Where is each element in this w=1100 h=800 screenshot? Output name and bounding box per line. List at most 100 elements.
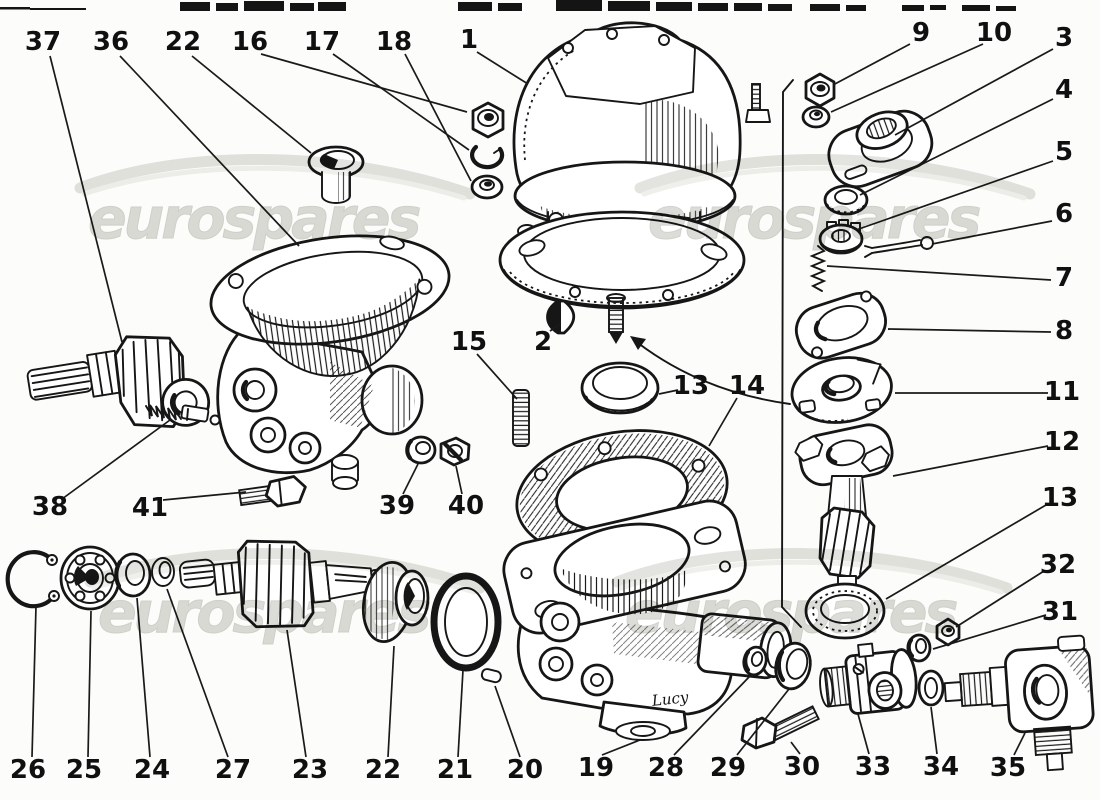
part-29-dished-washer [774,641,812,691]
watermark-text: eurospares [98,580,429,646]
callout-17: 17 [304,27,340,57]
part-15-stud [512,389,530,447]
callout-line-7 [826,265,1052,281]
callout-line-15 [476,353,518,400]
callout-line-17 [332,53,470,151]
callout-23: 23 [292,755,328,785]
group-bracket [781,79,802,628]
part-11-advance-cam-plate [790,356,893,424]
callout-line-38 [61,419,171,500]
callout-19: 19 [578,753,614,783]
callout-line-12 [892,445,1049,477]
watermark: eurospares [634,153,1036,253]
part-26-circlip [5,550,60,609]
watermark: eurospares [74,153,476,253]
callout-line-18 [404,53,472,182]
part-37-drive-gear-shaft [26,335,211,429]
callout-13: 13 [1042,483,1078,513]
callout-line-19 [601,739,641,756]
callout-38: 38 [32,492,68,522]
callout-line-24 [136,597,151,758]
callout-line-5 [855,160,1054,231]
callout-line-4 [859,98,1054,196]
callout-10: 10 [976,18,1012,48]
part-5-castellated-nut [818,219,864,255]
callout-35: 35 [990,753,1026,783]
part-4-washer [823,184,869,216]
callout-line-1 [476,51,529,85]
callout-22: 22 [165,27,201,57]
callout-line-22 [191,55,312,154]
callout-27: 27 [215,755,251,785]
callout-line-41 [162,491,247,501]
callout-14: 14 [729,371,765,401]
callout-9: 9 [912,18,930,48]
part-34-o-ring [917,669,945,707]
part-28-washer [742,645,768,677]
callout-21: 21 [437,755,473,785]
callout-36: 36 [93,27,129,57]
callout-line-30 [790,741,801,755]
part-40-nut [439,436,471,467]
callout-line-33 [857,713,870,755]
part-13-ring-right [804,582,886,640]
callout-line-36 [119,55,300,247]
callout-1: 1 [460,25,478,55]
callout-18: 18 [376,27,412,57]
callout-26: 26 [10,755,46,785]
callout-line-29 [736,688,790,756]
callout-line-10 [830,43,984,113]
part-10-washer [801,105,831,129]
cropped-header-text [0,0,1016,11]
callout-30: 30 [784,752,820,782]
callout-34: 34 [923,752,959,782]
part-31-washer [906,633,932,663]
callout-line-27 [166,588,229,758]
callout-line-34 [930,706,938,755]
callout-line-32 [955,570,1045,628]
callout-line-16 [260,53,468,113]
callout-3: 3 [1055,23,1073,53]
callout-line-13 [658,389,679,395]
part-30-bolt [740,705,820,750]
callout-8: 8 [1055,316,1073,346]
callout-25: 25 [66,755,102,785]
callout-24: 24 [134,755,170,785]
watermark-text: eurospares [625,580,956,646]
part-1-distributor-assembly [498,21,771,344]
part-8-gasket [794,290,887,360]
part-3-clamp-flange [827,109,934,189]
part-2-woodruff-key [546,299,576,335]
callout-line-13 [885,504,1047,600]
callout-33: 33 [855,752,891,782]
callout-12: 12 [1044,427,1080,457]
callout-line-23 [286,629,307,758]
callout-line-8 [887,328,1052,333]
callout-29: 29 [710,753,746,783]
part-7-spring [809,245,827,292]
callout-41: 41 [132,493,168,523]
callout-6: 6 [1055,199,1073,229]
callout-line-37 [49,55,123,343]
assembly-direction-arrow [630,336,791,405]
part-18-washer [470,174,504,200]
part-20-pin [480,668,502,684]
part-12-flange-gear-assembly [794,423,894,597]
part-33-fitting [819,642,918,715]
callout-5: 5 [1055,137,1073,167]
callout-32: 32 [1040,550,1076,580]
callout-4: 4 [1055,75,1073,105]
callout-40: 40 [448,491,484,521]
callout-11: 11 [1044,377,1080,407]
callout-line-26 [31,605,37,758]
callout-2: 2 [534,327,552,357]
watermark-text: eurospares [648,186,979,252]
callout-20: 20 [507,755,543,785]
part-16-nut [471,101,505,139]
callout-31: 31 [1042,597,1078,627]
part-17-lock-washer [470,144,505,170]
callout-line-28 [673,675,751,756]
part-6-cotter-pin [864,236,934,258]
